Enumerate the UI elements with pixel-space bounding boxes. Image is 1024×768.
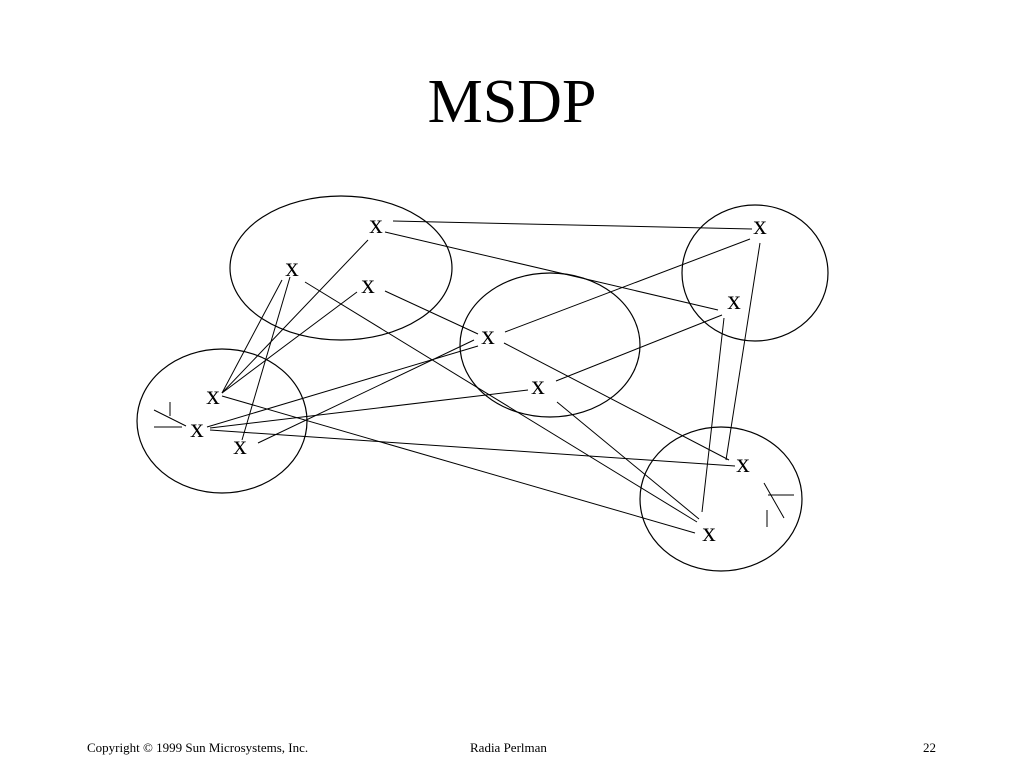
domain-bottom-right [639,426,803,572]
peering-links [206,220,761,534]
router-node: x [702,517,716,547]
link [384,290,479,335]
router-node: x [206,380,220,410]
link [257,339,475,444]
router-node: x [233,430,247,460]
link [241,276,291,441]
router-node: x [481,320,495,350]
link [701,317,725,513]
router-node: x [190,413,204,443]
router-node: x [369,209,383,239]
host-stub [153,409,187,427]
domain-top-right [681,204,829,342]
link [504,238,751,333]
link [392,220,753,230]
router-nodes: x x x x x x x x x x x x [190,209,767,547]
footer-author: Radia Perlman [470,740,547,755]
host-stub [763,482,785,519]
attached-hosts [153,402,794,527]
domain-center [459,272,641,418]
router-node: x [736,448,750,478]
link [209,389,529,429]
link [206,345,479,428]
router-node: x [361,269,375,299]
link [384,231,719,311]
link [503,342,730,461]
link [209,429,736,467]
link [221,291,358,394]
slide-title: MSDP [427,68,597,136]
router-node: x [285,252,299,282]
link [221,395,696,534]
domain-bottom-left [136,348,308,494]
footer-copyright: Copyright © 1999 Sun Microsystems, Inc. [87,740,309,755]
link [725,242,761,461]
domain-top-left [229,195,453,341]
router-node: x [753,210,767,240]
link [304,281,698,523]
router-node: x [531,370,545,400]
domains [136,195,829,572]
link [555,314,723,382]
router-node: x [727,285,741,315]
link [556,401,700,520]
link [221,279,283,394]
link [221,239,369,394]
footer-page-number: 22 [923,740,936,755]
